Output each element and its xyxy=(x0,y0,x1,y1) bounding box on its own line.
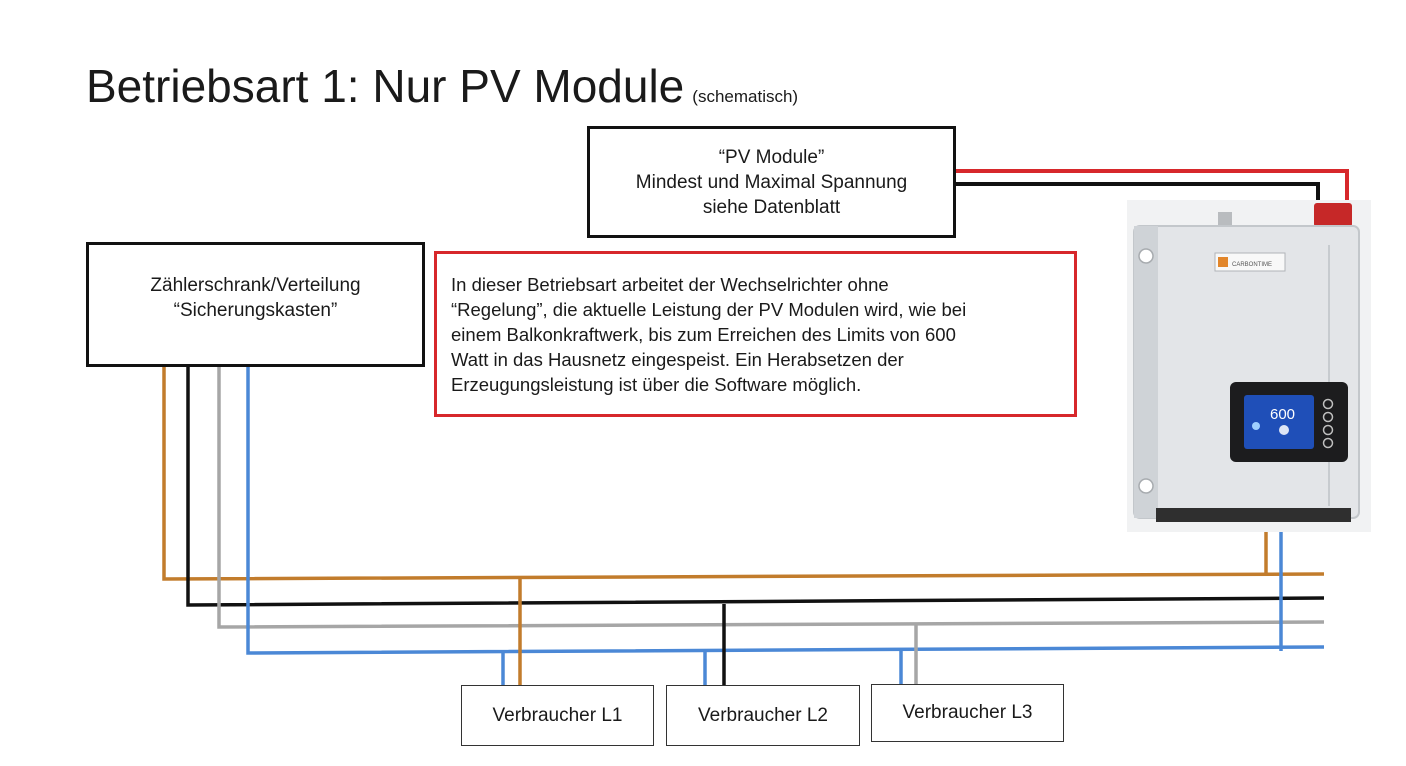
mode-description-note: In dieser Betriebsart arbeitet der Wechs… xyxy=(434,251,1077,417)
control-button-2 xyxy=(1322,411,1334,423)
dc-connector xyxy=(1314,203,1352,227)
display-reading: 600 xyxy=(1270,406,1295,423)
note-line-1: In dieser Betriebsart arbeitet der Wechs… xyxy=(451,274,889,295)
bus-neutral xyxy=(246,366,1325,655)
load-l3-box: Verbraucher L3 xyxy=(871,684,1064,742)
note-line-2: “Regelung”, die aktuelle Leistung der PV… xyxy=(451,299,967,320)
load-l2-label: Verbraucher L2 xyxy=(698,704,828,726)
bus-l1 xyxy=(162,366,1325,581)
pv-line-3: siehe Datenblatt xyxy=(702,196,841,218)
note-line-3: einem Balkonkraftwerk, bis zum Erreichen… xyxy=(451,324,956,345)
brand-label xyxy=(1214,252,1286,272)
dc-negative-cable xyxy=(956,182,1320,206)
panel-line-1: Zählerschrank/Verteilung xyxy=(150,275,361,296)
mount-hole-top xyxy=(1138,248,1154,264)
title-main: Betriebsart 1: Nur PV Module xyxy=(86,60,685,112)
lcd-screen xyxy=(1244,395,1314,449)
load-l3-label: Verbraucher L3 xyxy=(902,702,1033,723)
note-line-4: Watt in das Hausnetz eingespeist. Ein He… xyxy=(451,349,904,370)
distribution-panel-box: Zählerschrank/Verteilung “Sicherungskast… xyxy=(86,242,425,367)
status-icon xyxy=(1252,422,1260,430)
panel-line-2: “Sicherungskasten” xyxy=(173,300,338,321)
pv-line-2: Mindest und Maximal Spannung xyxy=(635,171,908,193)
pv-module-box: “PV Module” Mindest und Maximal Spannung… xyxy=(587,126,956,238)
control-button-1 xyxy=(1322,398,1334,410)
brand-text: CARBONTIME xyxy=(1232,262,1272,268)
pv-line-1: “PV Module” xyxy=(718,146,825,168)
mount-hole-bottom xyxy=(1138,478,1154,494)
inverter-image: CARBONTIME 600 xyxy=(1127,200,1371,532)
load-l1-box: Verbraucher L1 xyxy=(461,685,654,746)
title-subtitle: (schematisch) xyxy=(692,87,799,106)
control-button-3 xyxy=(1322,424,1334,436)
page-title: Betriebsart 1: Nur PV Module (schematisch… xyxy=(86,58,798,125)
note-line-5: Erzeugungsleistung ist über die Software… xyxy=(451,374,862,395)
dc-positive-cable xyxy=(956,169,1349,206)
control-button-4 xyxy=(1322,437,1334,449)
load-l1-label: Verbraucher L1 xyxy=(492,704,623,726)
load-l2-box: Verbraucher L2 xyxy=(666,685,860,746)
bus-l2 xyxy=(186,366,1325,607)
bus-l3 xyxy=(217,366,1325,629)
